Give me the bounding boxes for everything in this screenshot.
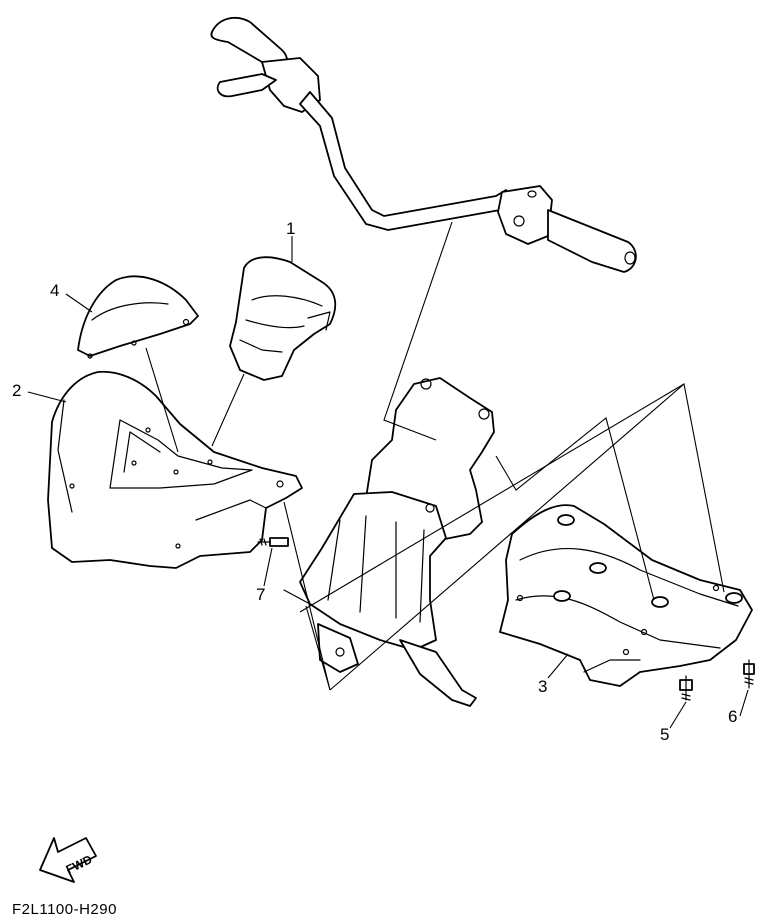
part-2-handlebar-cover-front [47,370,303,569]
part-6-screw [743,659,755,689]
callout-5: 5 [660,725,669,744]
callout-1: 1 [286,219,295,238]
handlebar [210,16,637,273]
fwd-arrow-icon: FWD [39,837,97,883]
drawing-code: F2L1100-H290 [12,901,117,918]
assembly-lines [145,221,725,691]
part-3-handle-lower-cover [499,504,753,687]
callout-leaders [27,236,749,729]
callout-3: 3 [538,677,547,696]
steering-head-frame [283,377,495,707]
part-1-handlebar-cover-rear [229,256,337,381]
callout-2: 2 [12,381,21,400]
part-7-screw [257,537,289,547]
callout-4: 4 [50,281,59,300]
callout-7: 7 [256,585,265,604]
callout-6: 6 [728,707,737,726]
part-4-meter-visor [77,275,199,359]
part-5-screw [679,675,693,701]
